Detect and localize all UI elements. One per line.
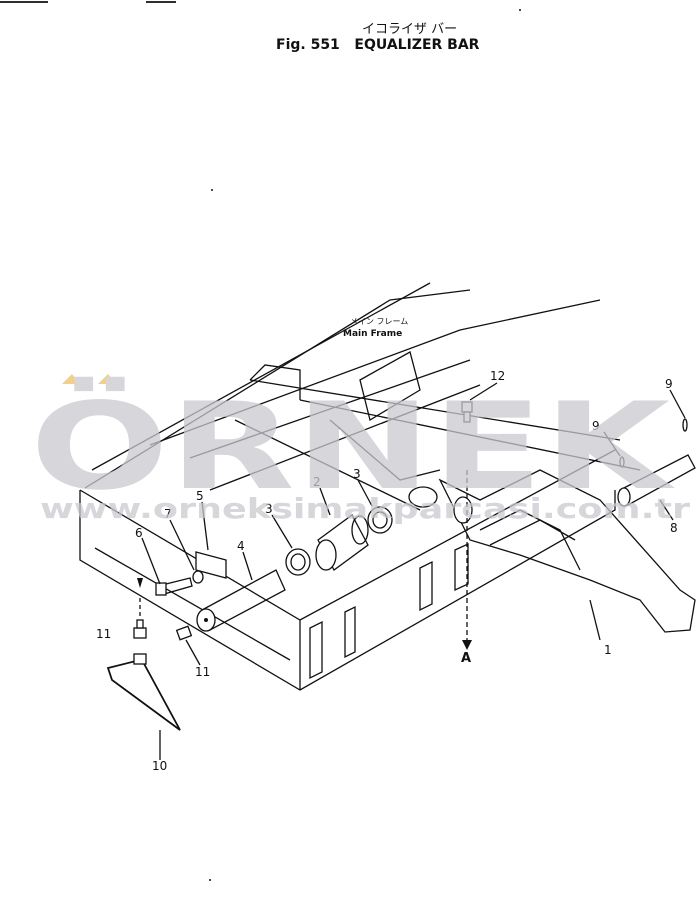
callout-9-top: 9 <box>665 377 673 391</box>
callout-3-right: 3 <box>353 467 361 481</box>
callout-12: 12 <box>490 369 505 383</box>
bushing-2 <box>315 514 369 571</box>
grease-fitting-12 <box>461 401 473 423</box>
grease-fitting-11-right <box>175 625 193 641</box>
title-english: Fig. 551 EQUALIZER BAR <box>276 37 480 53</box>
callout-10: 10 <box>152 759 167 773</box>
watermark: ÖRNEK www.orneksimakparcasi.com.tr <box>30 374 690 525</box>
seal-3-right <box>367 506 393 534</box>
frame-label-english: Main Frame <box>343 329 402 339</box>
snap-ring-9b <box>619 456 625 468</box>
callout-8: 8 <box>670 521 678 535</box>
bolt-6 <box>155 577 193 596</box>
washer-7 <box>192 570 204 584</box>
frame-body <box>79 419 616 691</box>
grease-tube-10 <box>106 659 181 731</box>
callout-11-right: 11 <box>195 665 210 679</box>
pin-4 <box>196 569 286 632</box>
callout-9-mid: 9 <box>592 419 600 433</box>
callout-1: 1 <box>604 643 612 657</box>
callout-11-left: 11 <box>96 627 111 641</box>
leader-lines <box>139 382 686 760</box>
frame-brackets <box>249 351 441 481</box>
seal-3-left <box>285 548 311 576</box>
callout-6: 6 <box>135 526 143 540</box>
main-frame-rails <box>84 282 641 491</box>
callout-2: 2 <box>313 475 321 489</box>
snap-ring-9a <box>682 418 688 432</box>
title-japanese: イコライザ バー <box>362 22 457 37</box>
watermark-url: www.orneksimakparcasi.com.tr <box>40 492 690 525</box>
callout-7: 7 <box>164 507 172 521</box>
callout-5: 5 <box>196 489 204 503</box>
arrow-head-fitting <box>137 578 143 588</box>
pin-8 <box>617 454 696 507</box>
view-marker-a: A <box>461 651 471 666</box>
watermark-brand: ÖRNEK <box>30 377 675 517</box>
watermark-accent-right <box>98 374 116 384</box>
plate-5 <box>195 551 227 579</box>
grease-fitting-11-left <box>133 619 147 639</box>
watermark-accent-left <box>62 374 80 384</box>
callout-4: 4 <box>237 539 245 553</box>
callout-3-left: 3 <box>265 502 273 516</box>
frame-label-japanese: メイン フレーム <box>350 317 408 326</box>
